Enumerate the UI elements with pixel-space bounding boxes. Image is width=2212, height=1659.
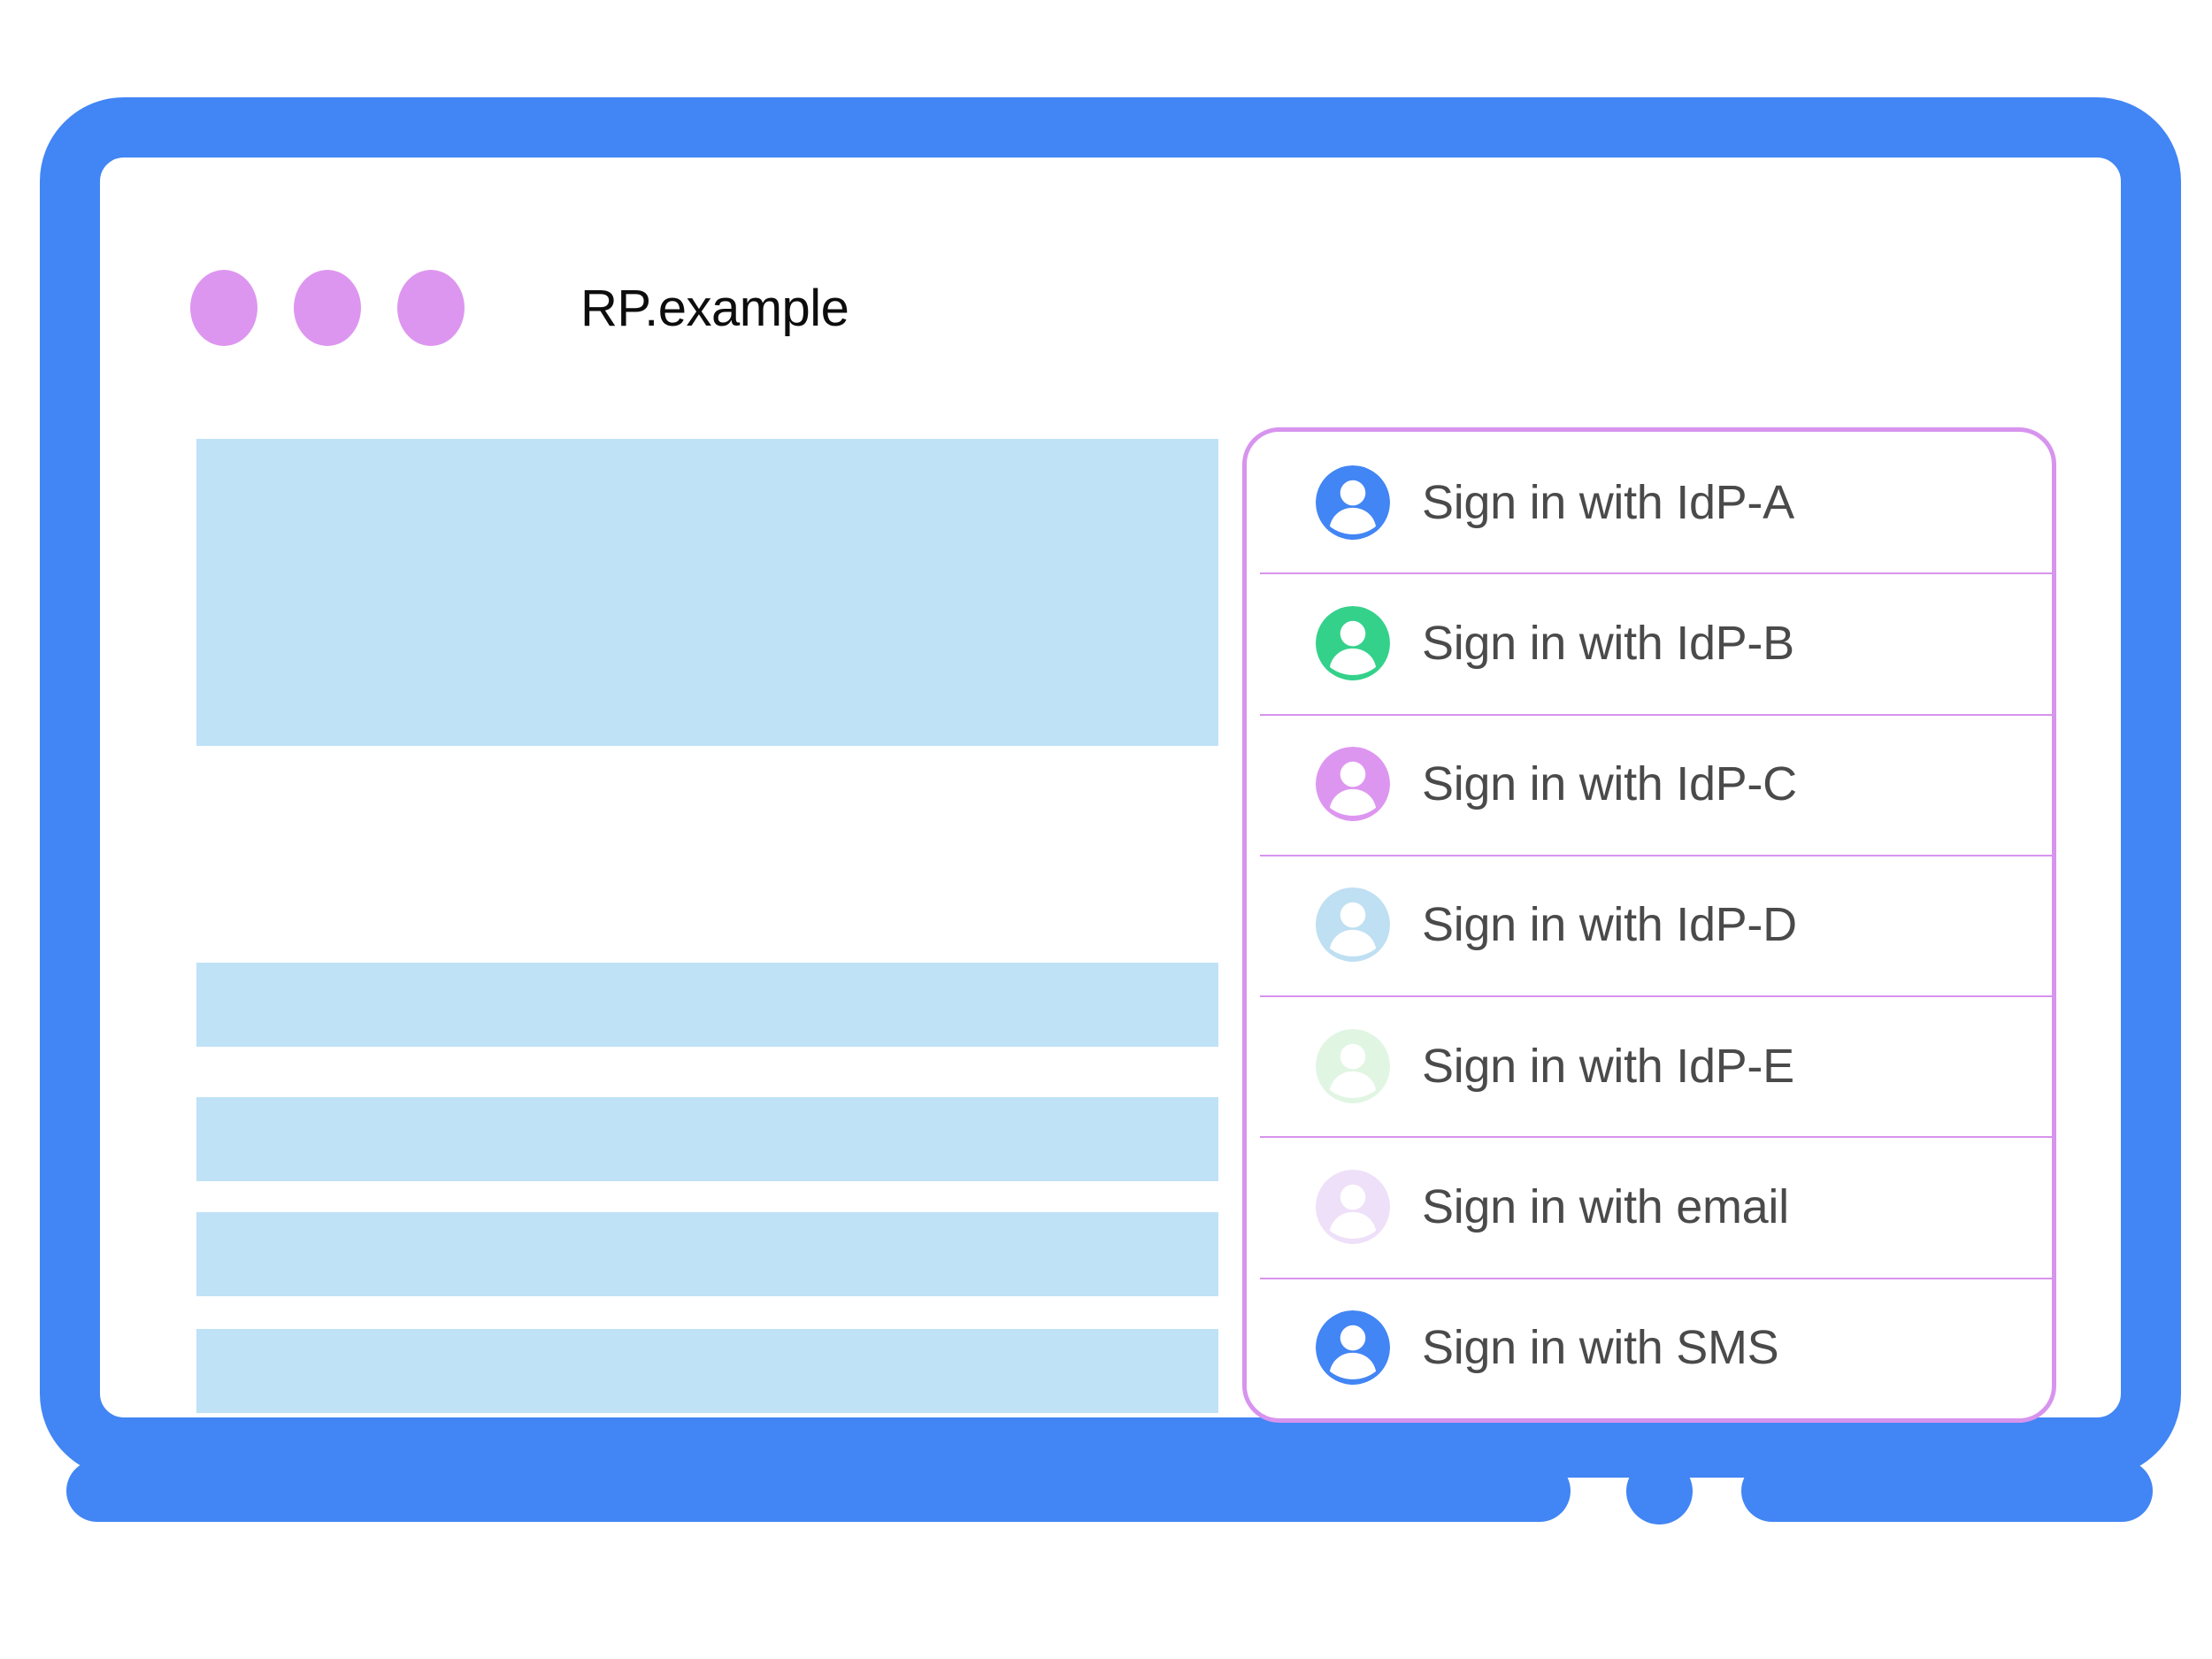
signin-option-label: Sign in with IdP-D xyxy=(1422,898,1797,952)
avatar-icon xyxy=(1316,605,1390,680)
signin-option-label: Sign in with IdP-C xyxy=(1422,757,1797,811)
content-placeholder-hero xyxy=(196,439,1218,746)
avatar-icon xyxy=(1316,747,1390,822)
signin-option-idp-c[interactable]: Sign in with IdP-C xyxy=(1247,713,2052,855)
window-titlebar: RP.example xyxy=(190,270,849,346)
content-placeholder-bar-2 xyxy=(196,1097,1218,1181)
signin-option-list: Sign in with IdP-A Sign in with IdP-B Si… xyxy=(1247,432,2052,1418)
signin-option-idp-b[interactable]: Sign in with IdP-B xyxy=(1247,572,2052,713)
signin-option-idp-d[interactable]: Sign in with IdP-D xyxy=(1247,854,2052,995)
content-placeholder-bar-1 xyxy=(196,963,1218,1047)
device-stand-bar-left xyxy=(66,1460,1571,1522)
window-dot-3[interactable] xyxy=(397,270,465,346)
signin-option-email[interactable]: Sign in with email xyxy=(1247,1136,2052,1277)
window-dot-1[interactable] xyxy=(190,270,257,346)
content-placeholder-bar-3 xyxy=(196,1212,1218,1296)
avatar-icon xyxy=(1316,887,1390,963)
signin-chooser-panel: Sign in with IdP-A Sign in with IdP-B Si… xyxy=(1242,427,2056,1423)
content-placeholder-bar-4 xyxy=(196,1329,1218,1413)
home-button[interactable] xyxy=(1626,1458,1693,1525)
signin-option-label: Sign in with IdP-A xyxy=(1422,475,1794,529)
window-dot-2[interactable] xyxy=(294,270,361,346)
page-title: RP.example xyxy=(580,279,849,337)
avatar-icon xyxy=(1316,1170,1390,1245)
signin-option-label: Sign in with SMS xyxy=(1422,1321,1779,1375)
signin-option-sms[interactable]: Sign in with SMS xyxy=(1247,1277,2052,1418)
signin-option-idp-e[interactable]: Sign in with IdP-E xyxy=(1247,995,2052,1136)
device-stand-bar-right xyxy=(1741,1460,2153,1522)
avatar-icon xyxy=(1316,1028,1390,1103)
signin-option-label: Sign in with IdP-E xyxy=(1422,1039,1794,1093)
signin-option-label: Sign in with IdP-B xyxy=(1422,616,1794,670)
avatar-icon xyxy=(1316,465,1390,540)
signin-option-idp-a[interactable]: Sign in with IdP-A xyxy=(1247,432,2052,572)
signin-option-label: Sign in with email xyxy=(1422,1180,1789,1234)
avatar-icon xyxy=(1316,1310,1390,1386)
